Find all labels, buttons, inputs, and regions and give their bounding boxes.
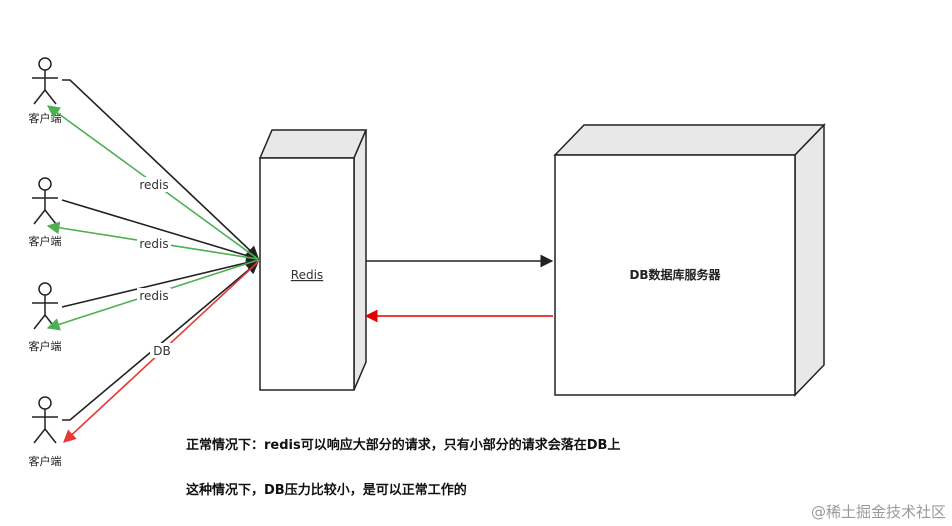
db-node-label: DB数据库服务器 <box>629 267 721 282</box>
request-edge-1 <box>62 79 259 259</box>
edge-label-text: redis <box>139 178 168 192</box>
request-edge-2 <box>61 199 260 262</box>
redis-node: Redis <box>258 129 368 391</box>
edge-label-c1: redis <box>137 177 171 192</box>
request-edge-4 <box>62 261 259 421</box>
client-label: 客户端 <box>29 339 62 353</box>
client-label: 客户端 <box>29 234 62 248</box>
edge-label-c2: redis <box>137 236 171 251</box>
client-actor-3: 客户端 <box>29 282 62 353</box>
watermark: @稀土掘金技术社区 <box>810 503 946 521</box>
edge-label-c4: DB <box>150 343 174 358</box>
redis-node-label: Redis <box>291 268 323 282</box>
person-icon <box>32 177 58 225</box>
note-line-1: 正常情况下：redis可以响应大部分的请求，只有小部分的请求会落在DB上 <box>186 438 621 453</box>
client-actor-4: 客户端 <box>29 396 62 468</box>
request-edge-3 <box>61 256 260 308</box>
edge-label-c3: redis <box>137 288 171 303</box>
client-actor-1: 客户端 <box>29 57 62 125</box>
db-server-node: DB数据库服务器 <box>553 123 826 397</box>
note-line-2: 这种情况下，DB压力比较小，是可以正常工作的 <box>186 483 467 498</box>
client-actor-2: 客户端 <box>29 177 62 248</box>
request-edges <box>61 79 260 421</box>
edge-label-text: DB <box>153 344 170 358</box>
person-icon <box>32 57 58 105</box>
edge-label-text: redis <box>139 289 168 303</box>
person-icon <box>32 396 58 444</box>
edge-label-text: redis <box>139 237 168 251</box>
person-icon <box>32 282 58 330</box>
client-label: 客户端 <box>29 454 62 468</box>
